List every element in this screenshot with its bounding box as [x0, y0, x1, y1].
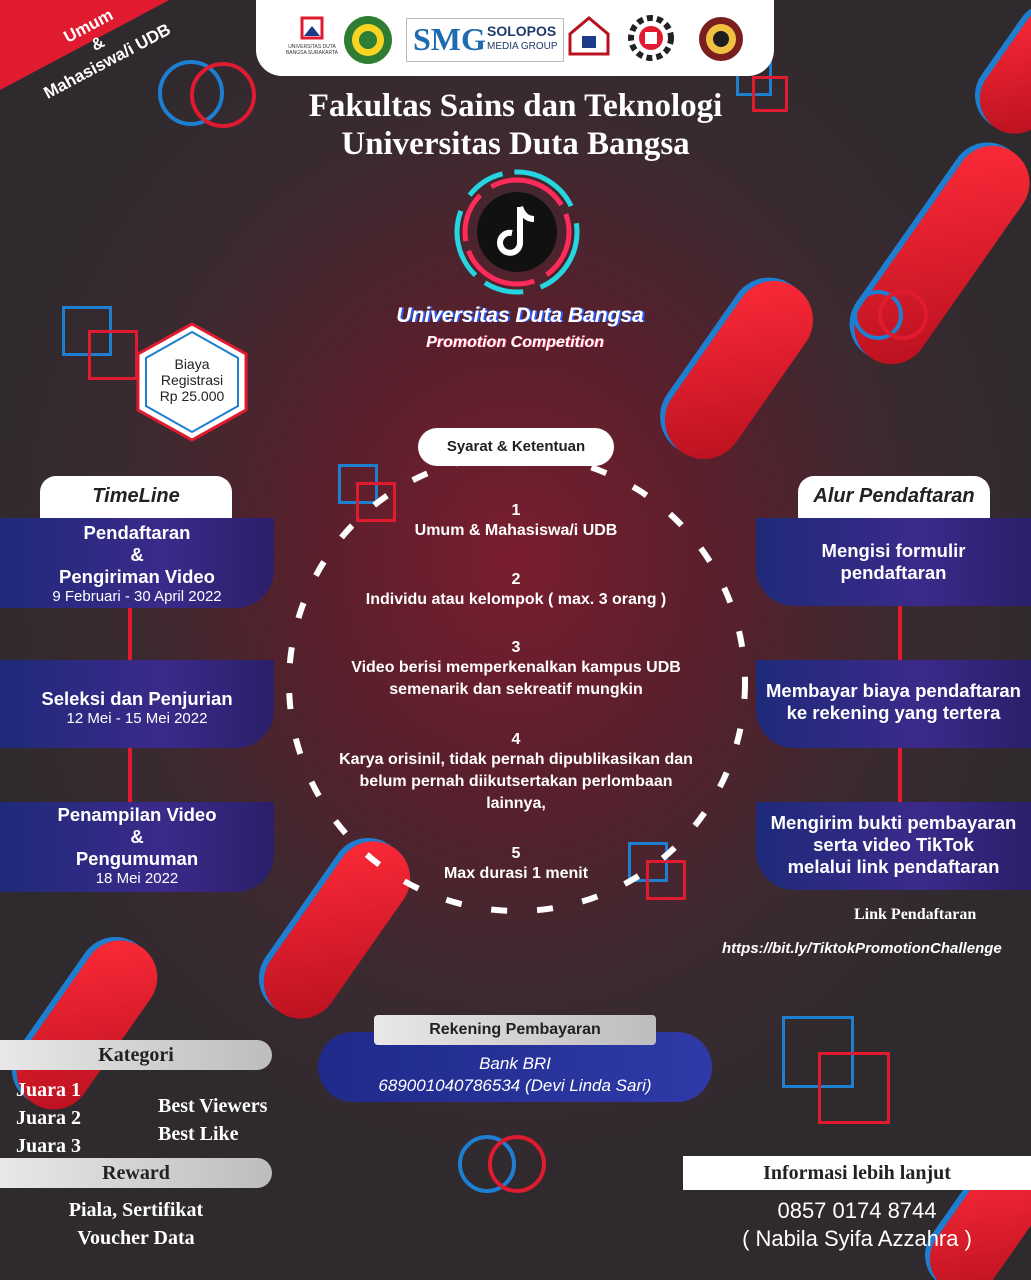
- category-item: Best Like: [158, 1123, 239, 1145]
- reward-item: Voucher Data: [77, 1227, 195, 1249]
- payment-label: Rekening Pembayaran: [374, 1015, 656, 1045]
- decor-ring: [488, 1135, 546, 1193]
- syarat-text: Individu atau kelompok ( max. 3 orang ): [365, 591, 667, 608]
- kategori-label: Kategori: [0, 1040, 272, 1070]
- decor-ring: [190, 62, 256, 128]
- udb-logo: UNIVERSITAS DUTA BANGSA SURAKARTA: [286, 14, 338, 62]
- syarat-number: 4: [511, 731, 521, 748]
- reward-item: Piala, Sertifikat: [68, 1199, 204, 1221]
- logo-bar: UNIVERSITAS DUTA BANGSA SURAKARTA SMG SO…: [256, 0, 774, 76]
- alur-item: Membayar biaya pendaftaran ke rekening y…: [756, 660, 1031, 748]
- syarat-text: Umum & Mahasiswa/i UDB: [414, 522, 618, 539]
- decor-square: [356, 482, 396, 522]
- timeline-connector: [128, 606, 132, 660]
- alur-item: Mengirim bukti pembayaran serta video Ti…: [756, 802, 1031, 890]
- alur-item-text: Membayar biaya pendaftaran: [766, 680, 1021, 701]
- alur-connector: [898, 606, 902, 660]
- syarat-text: semenarik dan sekreatif mungkin: [389, 681, 643, 698]
- syarat-number: 5: [511, 845, 521, 862]
- timeline-item: Pendaftaran & Pengiriman Video 9 Februar…: [0, 518, 274, 608]
- contact-name: ( Nabila Syifa Azzahra ): [742, 1226, 972, 1251]
- university-seal-logo: [342, 14, 394, 64]
- timeline-item-title: Penampilan Video: [57, 804, 217, 825]
- decor-pill: [839, 131, 1031, 379]
- alur-connector: [898, 748, 902, 802]
- decor-square: [646, 860, 686, 900]
- decor-pill: [649, 265, 829, 475]
- syarat-number: 3: [511, 639, 521, 656]
- alur-item-text: melalui link pendaftaran: [787, 856, 1000, 877]
- media-group-text: MEDIA GROUP: [487, 41, 558, 52]
- fee-label: Biaya: [174, 356, 210, 372]
- alur-item: Mengisi formulir pendaftaran: [756, 518, 1031, 606]
- timeline-label: TimeLine: [40, 476, 232, 518]
- timeline-item-date: 9 Februari - 30 April 2022: [52, 588, 222, 605]
- syarat-label: Syarat & Ketentuan: [418, 428, 614, 466]
- tiktok-icon: [450, 165, 585, 300]
- registration-link[interactable]: https://bit.ly/TiktokPromotionChallenge: [722, 940, 1002, 957]
- syarat-text: Video berisi memperkenalkan kampus UDB: [351, 659, 681, 676]
- alur-item-text: serta video TikTok: [813, 834, 974, 855]
- brand-name: Universitas Duta Bangsa: [396, 304, 644, 327]
- decor-ring: [878, 290, 928, 340]
- alur-label: Alur Pendaftaran: [798, 476, 990, 518]
- syarat-number: 1: [511, 502, 521, 519]
- alur-item-text: ke rekening yang tertera: [786, 702, 1001, 723]
- syarat-text: Max durasi 1 menit: [443, 865, 589, 882]
- syarat-text: lainnya,: [486, 795, 546, 812]
- info-label: Informasi lebih lanjut: [683, 1156, 1031, 1190]
- solopos-logo: SMG SOLOPOS MEDIA GROUP: [406, 18, 564, 62]
- alur-item-text: pendaftaran: [840, 562, 947, 583]
- alur-item-text: Mengisi formulir: [821, 540, 966, 561]
- solopos-text: SOLOPOS: [487, 23, 557, 39]
- decor-square: [752, 76, 788, 112]
- timeline-item-title: &: [130, 826, 144, 847]
- fee-badge: Biaya Registrasi Rp 25.000: [134, 322, 250, 442]
- reward-label: Reward: [0, 1158, 272, 1188]
- page-title: Fakultas Sains dan Teknologi: [308, 88, 723, 124]
- timeline-item: Penampilan Video & Pengumuman 18 Mei 202…: [0, 802, 274, 892]
- timeline-item-title: Pengumuman: [75, 848, 199, 869]
- account-number: 689001040786534 (Devi Linda Sari): [378, 1076, 652, 1095]
- syarat-text: belum pernah diikutsertakan perlombaan: [359, 773, 673, 790]
- category-item: Juara 1: [16, 1079, 81, 1101]
- category-item: Juara 2: [16, 1107, 81, 1129]
- syarat-number: 2: [511, 571, 521, 588]
- timeline-item: Seleksi dan Penjurian 12 Mei - 15 Mei 20…: [0, 660, 274, 748]
- fee-amount: Rp 25.000: [159, 388, 225, 404]
- page-subtitle: Universitas Duta Bangsa: [341, 126, 690, 162]
- link-label: Link Pendaftaran: [854, 906, 977, 923]
- brand-tagline: Promotion Competition: [426, 334, 604, 351]
- timeline-item-date: 18 Mei 2022: [95, 870, 179, 887]
- timeline-item-date: 12 Mei - 15 Mei 2022: [66, 710, 208, 727]
- bank-name: Bank BRI: [479, 1054, 551, 1073]
- category-item: Juara 3: [16, 1135, 81, 1157]
- contact-phone: 0857 0174 8744: [777, 1198, 937, 1223]
- timeline-connector: [128, 748, 132, 802]
- category-item: Best Viewers: [158, 1095, 268, 1117]
- udb-logo-caption: UNIVERSITAS DUTA BANGSA SURAKARTA: [285, 44, 339, 56]
- syarat-text: Karya orisinil, tidak pernah dipublikasi…: [339, 751, 693, 768]
- timeline-item-title: &: [130, 544, 144, 565]
- smg-text: SMG: [413, 21, 486, 57]
- fee-label: Registrasi: [160, 372, 224, 388]
- decor-square: [88, 330, 138, 380]
- timeline-item-title: Seleksi dan Penjurian: [41, 688, 233, 709]
- timeline-item-title: Pendaftaran: [83, 522, 191, 543]
- decor-square: [818, 1052, 890, 1124]
- emblem-logo: [696, 14, 746, 62]
- timeline-item-title: Pengiriman Video: [59, 566, 215, 587]
- house-logo: [566, 14, 612, 62]
- alur-item-text: Mengirim bukti pembayaran: [770, 812, 1017, 833]
- gear-icon: [626, 14, 676, 62]
